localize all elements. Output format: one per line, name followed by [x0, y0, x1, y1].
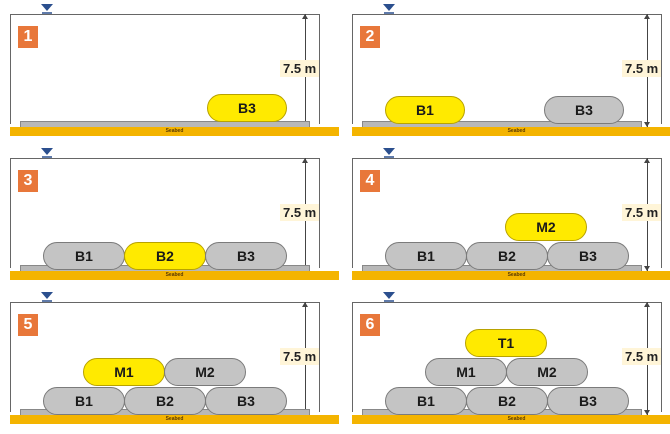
bag-b3: B3	[544, 96, 624, 124]
step-number: 4	[360, 170, 380, 192]
depth-label: 7.5 m	[622, 348, 662, 365]
seabed-strip	[352, 127, 670, 136]
step-panel-5: 5 7.5 m Seabed B1 B2 B3 M1 M2	[10, 292, 339, 424]
bag-b2: B2	[124, 242, 206, 270]
bag-b1: B1	[43, 242, 125, 270]
bag-b2: B2	[124, 387, 206, 415]
bag-m2: M2	[505, 213, 587, 241]
step-panel-2: 2 7.5 m Seabed B1 B3	[352, 4, 670, 136]
water-level-icon	[383, 292, 395, 302]
depth-label: 7.5 m	[280, 60, 320, 77]
bag-t1: T1	[465, 329, 547, 357]
seabed-label: Seabed	[507, 272, 526, 278]
bag-b1: B1	[43, 387, 125, 415]
bag-m2: M2	[506, 358, 588, 386]
seabed-label: Seabed	[507, 128, 526, 134]
bag-m2: M2	[164, 358, 246, 386]
seabed-strip	[352, 415, 670, 424]
step-panel-1: 1 7.5 m Seabed B3	[10, 4, 339, 136]
water-frame	[352, 158, 662, 268]
water-level-icon	[41, 148, 53, 158]
seabed-strip	[10, 271, 339, 280]
water-level-icon	[383, 4, 395, 14]
step-number: 2	[360, 26, 380, 48]
bag-b3: B3	[205, 242, 287, 270]
bag-b2: B2	[466, 242, 548, 270]
bag-b3: B3	[547, 242, 629, 270]
bag-b1: B1	[385, 96, 465, 124]
depth-label: 7.5 m	[280, 348, 320, 365]
depth-label: 7.5 m	[280, 204, 320, 221]
bag-m1: M1	[83, 358, 165, 386]
step-panel-6: 6 7.5 m Seabed B1 B2 B3 M1 M2 T1	[352, 292, 670, 424]
base-plate	[20, 121, 310, 127]
water-frame	[10, 14, 320, 124]
step-number: 3	[18, 170, 38, 192]
bag-m1: M1	[425, 358, 507, 386]
step-panel-4: 4 7.5 m Seabed B1 B2 B3 M2	[352, 148, 670, 280]
bag-b3: B3	[205, 387, 287, 415]
bag-b2: B2	[466, 387, 548, 415]
water-frame	[352, 14, 662, 124]
seabed-strip	[10, 127, 339, 136]
seabed-label: Seabed	[165, 128, 184, 134]
step-panel-3: 3 7.5 m Seabed B1 B2 B3	[10, 148, 339, 280]
depth-label: 7.5 m	[622, 60, 662, 77]
bag-b3: B3	[207, 94, 287, 122]
bag-b1: B1	[385, 387, 467, 415]
seabed-label: Seabed	[507, 416, 526, 422]
seabed-label: Seabed	[165, 416, 184, 422]
water-level-icon	[41, 292, 53, 302]
base-plate	[362, 121, 642, 127]
step-number: 5	[18, 314, 38, 336]
depth-label: 7.5 m	[622, 204, 662, 221]
water-frame	[10, 302, 320, 412]
seabed-label: Seabed	[165, 272, 184, 278]
bag-b3: B3	[547, 387, 629, 415]
water-frame	[10, 158, 320, 268]
water-level-icon	[41, 4, 53, 14]
step-number: 1	[18, 26, 38, 48]
water-level-icon	[383, 148, 395, 158]
bag-b1: B1	[385, 242, 467, 270]
seabed-strip	[10, 415, 339, 424]
step-number: 6	[360, 314, 380, 336]
water-frame	[352, 302, 662, 412]
seabed-strip	[352, 271, 670, 280]
